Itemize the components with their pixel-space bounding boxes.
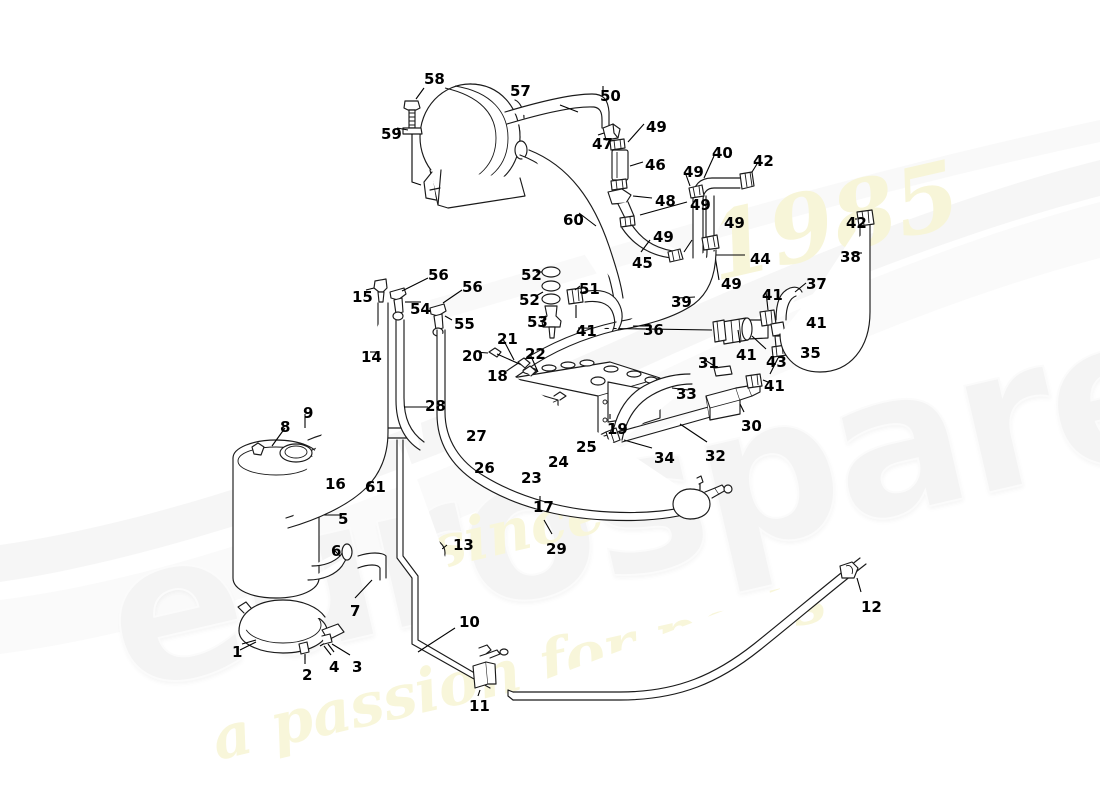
callout-40: 40 — [712, 144, 733, 162]
part-valve-54 — [389, 277, 429, 321]
callout-12: 12 — [861, 598, 882, 616]
callout-51: 51 — [579, 280, 600, 298]
callout-49d: 49 — [724, 214, 745, 232]
part-strap-1 — [237, 599, 345, 660]
callout-33: 33 — [676, 385, 697, 403]
callout-15: 15 — [352, 288, 373, 306]
callout-47: 47 — [592, 135, 613, 153]
callout-21: 21 — [497, 330, 518, 348]
callout-49e: 49 — [653, 228, 674, 246]
callout-50: 50 — [600, 87, 621, 105]
callout-49: 49 — [646, 118, 667, 136]
callout-2: 2 — [302, 666, 313, 684]
part-bracket-11 — [472, 644, 509, 697]
part-clamp-42b — [855, 209, 875, 227]
callout-10: 10 — [459, 613, 480, 631]
callout-5: 5 — [338, 510, 349, 528]
part-stack-52-53 — [535, 266, 562, 339]
part-coupling-43 — [721, 317, 769, 350]
callout-27: 27 — [466, 427, 487, 445]
callout-9: 9 — [303, 404, 314, 422]
callout-41e: 41 — [576, 322, 597, 340]
callout-26: 26 — [474, 459, 495, 477]
callout-29: 29 — [546, 540, 567, 558]
callout-36: 36 — [643, 321, 664, 339]
callout-54: 54 — [410, 300, 431, 318]
part-bolt-58 — [402, 100, 423, 186]
callout-41: 41 — [762, 286, 783, 304]
callout-24: 24 — [548, 453, 569, 471]
callout-11: 11 — [469, 697, 490, 715]
callout-17: 17 — [533, 498, 554, 516]
callout-56b: 56 — [462, 278, 483, 296]
callout-22: 22 — [525, 345, 546, 363]
part-valve-55 — [429, 289, 463, 337]
callout-57: 57 — [510, 82, 531, 100]
callout-38: 38 — [840, 248, 861, 266]
callout-1: 1 — [232, 643, 243, 661]
callout-37: 37 — [806, 275, 827, 293]
callout-4: 4 — [329, 658, 340, 676]
callout-32: 32 — [705, 447, 726, 465]
part-connector-47 — [597, 123, 621, 141]
callout-41d: 41 — [764, 377, 785, 395]
callout-14: 14 — [361, 348, 382, 366]
callout-19: 19 — [607, 420, 628, 438]
callout-52b: 52 — [519, 291, 540, 309]
callout-55: 55 — [454, 315, 475, 333]
callout-30: 30 — [741, 417, 762, 435]
leader-lines — [239, 641, 351, 664]
callout-49c: 49 — [690, 196, 711, 214]
callout-43: 43 — [766, 353, 787, 371]
callout-49b: 49 — [683, 163, 704, 181]
part-clip-31 — [704, 359, 733, 377]
callout-35: 35 — [800, 344, 821, 362]
part-clip-12 — [839, 561, 862, 593]
part-canister-5 — [232, 427, 353, 599]
part-coupling-34 — [605, 427, 653, 449]
callout-42b: 42 — [846, 214, 867, 232]
part-bolt-20-22 — [474, 338, 539, 377]
callout-58: 58 — [424, 70, 445, 88]
callout-52: 52 — [521, 266, 542, 284]
callout-31: 31 — [698, 354, 719, 372]
callout-41b: 41 — [736, 346, 757, 364]
callout-56: 56 — [428, 266, 449, 284]
callout-6: 6 — [331, 542, 342, 560]
part-clamp-49a — [609, 138, 626, 151]
callout-8: 8 — [280, 418, 291, 436]
part-t-fitting-48 — [607, 188, 653, 219]
callout-18: 18 — [487, 367, 508, 385]
callout-34: 34 — [654, 449, 675, 467]
callout-49f: 49 — [721, 275, 742, 293]
callout-53: 53 — [527, 313, 548, 331]
callout-61: 61 — [365, 478, 386, 496]
part-clamp-42a — [739, 163, 758, 190]
part-fitting-15 — [365, 278, 388, 303]
part-sensor-29 — [672, 475, 733, 520]
callout-42: 42 — [753, 152, 774, 170]
callout-44: 44 — [750, 250, 771, 268]
callout-20: 20 — [462, 347, 483, 365]
callout-48: 48 — [655, 192, 676, 210]
callout-28: 28 — [425, 397, 446, 415]
callout-23: 23 — [521, 469, 542, 487]
callout-46: 46 — [645, 156, 666, 174]
callout-39: 39 — [671, 293, 692, 311]
callout-25: 25 — [576, 438, 597, 456]
callout-41c: 41 — [806, 314, 827, 332]
callout-59: 59 — [381, 125, 402, 143]
callout-13: 13 — [453, 536, 474, 554]
callout-16: 16 — [325, 475, 346, 493]
callout-3: 3 — [352, 658, 363, 676]
callout-7: 7 — [350, 602, 361, 620]
callout-60: 60 — [563, 211, 584, 229]
part-air-filter-housing — [419, 83, 528, 209]
callout-45: 45 — [632, 254, 653, 272]
